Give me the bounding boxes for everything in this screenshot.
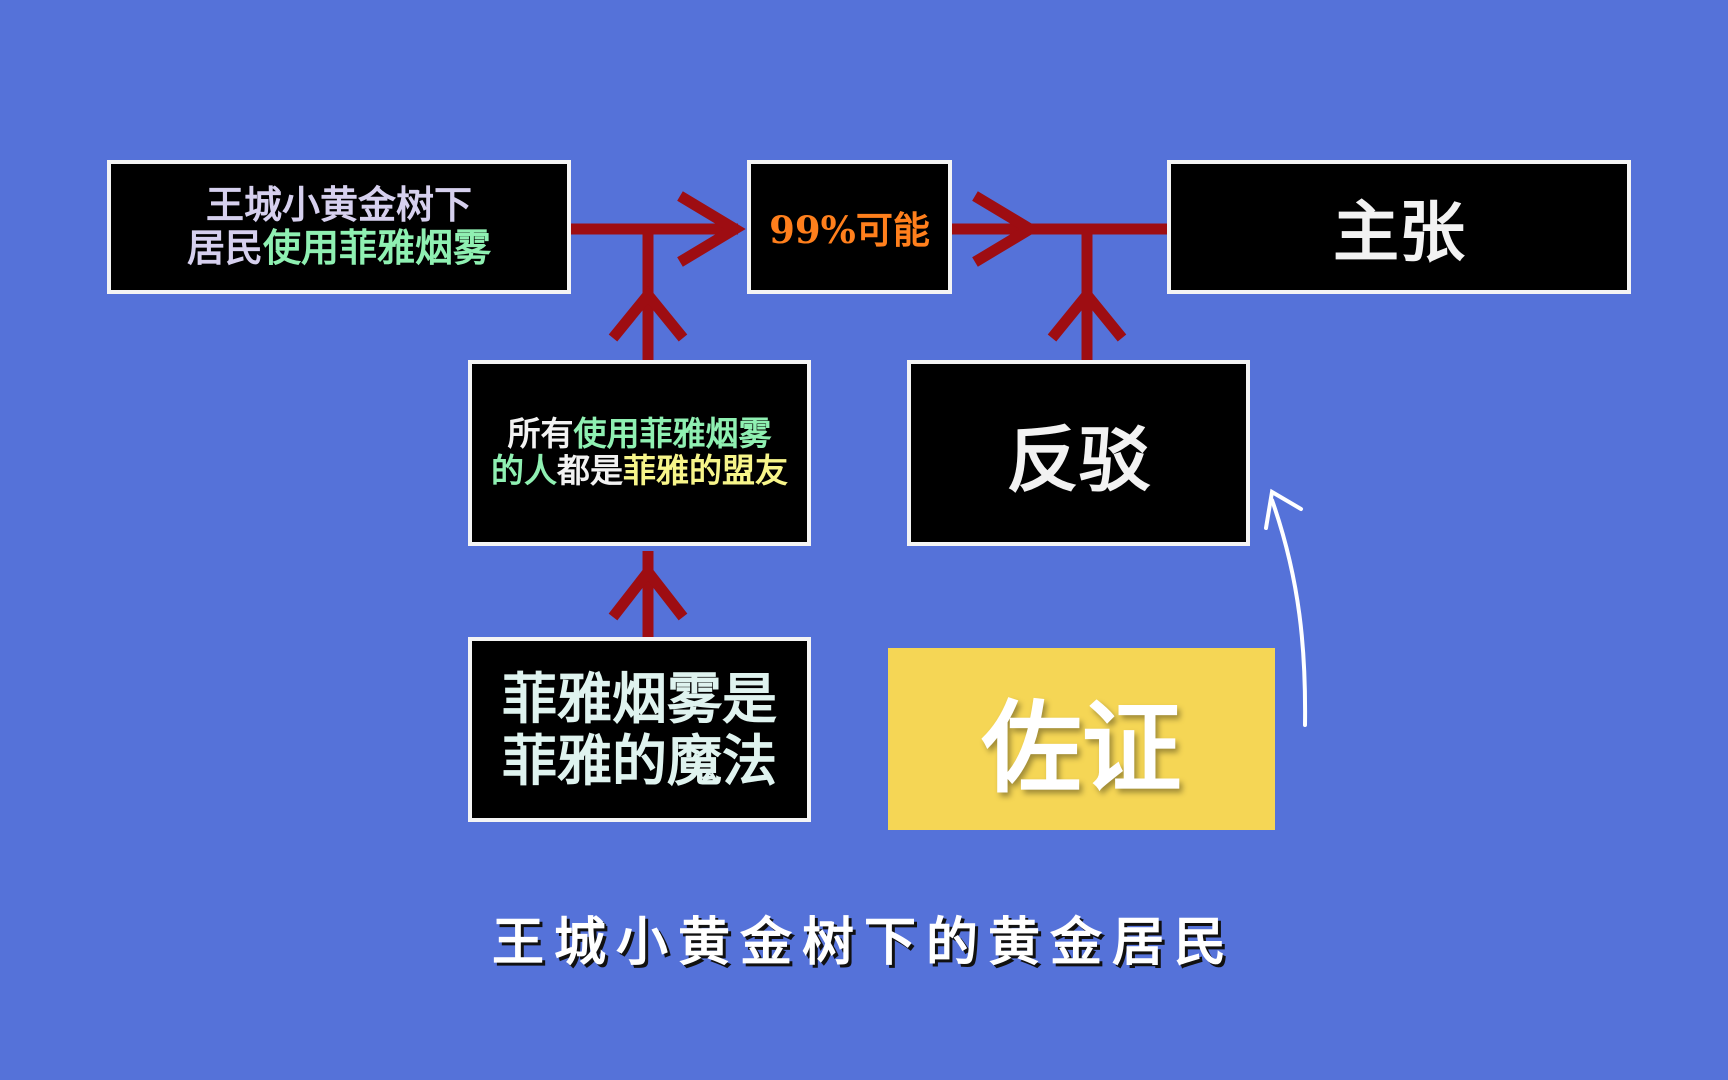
premise-line-2: 居民使用菲雅烟雾: [186, 225, 492, 270]
probability-box: 99%可能: [747, 160, 952, 294]
warrant-highlight-text-3: 菲雅的盟友: [623, 451, 788, 490]
rebuttal-box: 反驳: [907, 360, 1250, 546]
evidence-to-rebuttal-arrow: [1270, 498, 1308, 727]
warrant-plain-text-2: 都是: [557, 451, 623, 490]
rebuttal-to-claim-arrowhead: [1047, 286, 1127, 342]
premise-to-probability-arrowhead: [677, 191, 746, 267]
warrant-box: 所有使用菲雅烟雾 的人都是菲雅的盟友: [468, 360, 811, 546]
backing-line-2: 菲雅的魔法: [501, 727, 777, 793]
rebuttal-label: 反驳: [1006, 416, 1151, 502]
premise-box: 王城小黄金树下 居民使用菲雅烟雾: [107, 160, 571, 294]
premise-plain-text: 居民: [186, 225, 263, 270]
warrant-to-premise-arrowhead: [608, 286, 688, 342]
warrant-highlight-text-1: 使用菲雅烟雾: [573, 414, 772, 454]
premise-line-1: 王城小黄金树下: [205, 182, 472, 228]
warrant-highlight-text-2: 的人: [491, 451, 557, 490]
subtitle-caption: 王城小黄金树下的黄金居民: [491, 913, 1236, 973]
claim-box: 主张: [1167, 160, 1631, 294]
evidence-to-rebuttal-arrowhead: [1264, 488, 1303, 530]
warrant-plain-text-1: 所有: [507, 414, 574, 454]
probability-to-claim-arrowhead: [972, 191, 1041, 267]
backing-to-warrant-arrowhead: [608, 563, 688, 621]
probability-label: 99%可能: [769, 208, 930, 252]
evidence-label: 佐证: [981, 688, 1182, 807]
evidence-box: 佐证: [888, 648, 1275, 830]
claim-label: 主张: [1333, 193, 1465, 271]
backing-line-1: 菲雅烟雾是: [501, 665, 777, 731]
premise-highlight-text: 使用菲雅烟雾: [263, 225, 492, 270]
warrant-line-1: 所有使用菲雅烟雾: [491, 414, 788, 454]
backing-box: 菲雅烟雾是 菲雅的魔法: [468, 637, 811, 822]
warrant-line-2: 的人都是菲雅的盟友: [491, 451, 788, 490]
